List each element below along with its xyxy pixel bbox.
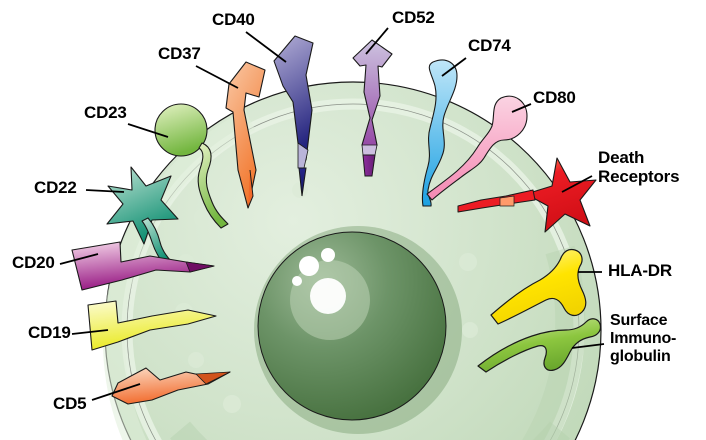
marker-cd37[interactable]: [225, 61, 266, 209]
leader-death-receptors: [561, 175, 593, 193]
marker-cd80[interactable]: [426, 95, 528, 201]
leader-cd19: [71, 329, 109, 335]
label-cd74: CD74: [468, 36, 511, 55]
marker-cd5[interactable]: [111, 367, 231, 405]
leader-cd80: [511, 103, 532, 113]
label-cd5: CD5: [53, 394, 87, 413]
marker-cd19[interactable]: [87, 300, 217, 351]
label-hla-dr: HLA-DR: [608, 261, 672, 280]
label-cd22: CD22: [34, 178, 77, 197]
marker-cd52[interactable]: [352, 39, 393, 177]
leader-cd5: [91, 383, 141, 401]
leader-cd22: [85, 189, 125, 193]
nucleus-highlight-dots: [292, 248, 335, 286]
label-cd19: CD19: [28, 323, 71, 342]
label-cd80: CD80: [533, 88, 576, 107]
leader-cd23: [127, 123, 169, 138]
leader-cd74: [441, 57, 467, 77]
leader-cd52: [365, 27, 389, 55]
marker-cd20[interactable]: [71, 241, 215, 291]
marker-death-receptors[interactable]: [457, 157, 597, 233]
leader-surface-ig: [571, 343, 605, 349]
label-cd52: CD52: [392, 8, 435, 27]
label-cd37: CD37: [158, 44, 201, 63]
label-cd40: CD40: [212, 10, 255, 29]
label-cd20: CD20: [12, 253, 55, 272]
label-surface-immunoglobulin: Surface Immuno- globulin: [610, 312, 677, 365]
marker-hla-dr[interactable]: [490, 248, 587, 325]
nucleus: [254, 226, 462, 434]
marker-cd74[interactable]: [421, 59, 458, 207]
leader-cd20: [59, 253, 99, 265]
leader-cd40: [245, 31, 287, 63]
leader-lines: [59, 27, 605, 401]
leader-cd37: [195, 65, 239, 89]
marker-surface-immunoglobulin[interactable]: [477, 318, 602, 373]
label-death-receptors: Death Receptors: [598, 148, 680, 187]
marker-cd40[interactable]: [273, 35, 314, 197]
marker-cd23[interactable]: [154, 103, 229, 229]
label-cd23: CD23: [84, 103, 127, 122]
